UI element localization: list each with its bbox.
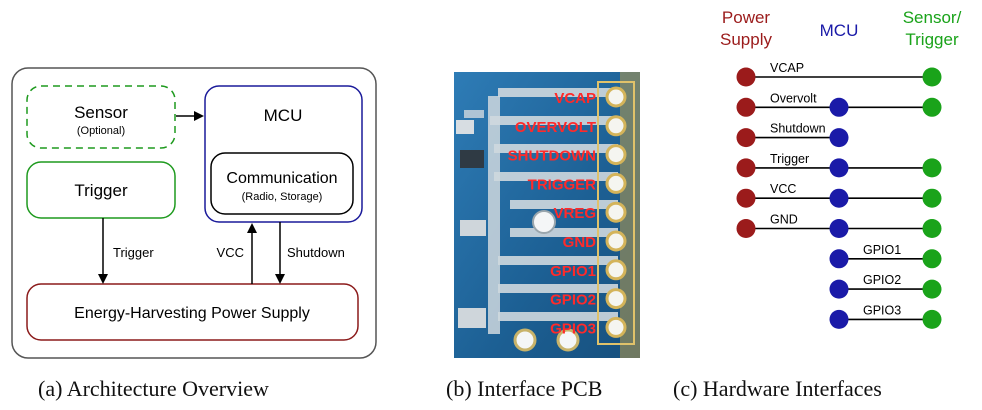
interface-label-gpio2: GPIO2 — [863, 273, 901, 287]
power-header-line2: Supply — [720, 30, 772, 49]
pcb-pin-pad-gpio2 — [605, 288, 627, 310]
pcb-header — [597, 81, 635, 345]
pcb-pin-pad-gnd — [605, 230, 627, 252]
sensor-header-line2: Trigger — [905, 30, 959, 49]
pcb-pin-label-gpio2: GPIO2 — [550, 292, 596, 309]
mcu-header: MCU — [820, 21, 859, 40]
sensor-title: Sensor — [74, 103, 128, 122]
interface-dot-power-overvolt — [736, 97, 756, 117]
interface-dot-sensor-gpio1 — [922, 249, 942, 269]
pcb-pin-pad-vcap — [605, 86, 627, 108]
pcb-pin-labels: VCAP OVERVOLT SHUTDOWN TRIGGER VREG GND GPIO1G… — [508, 90, 596, 337]
pcb-pin-label-shutdown: SHUTDOWN — [508, 148, 596, 165]
interface-dot-power-gnd — [736, 219, 756, 238]
communication-note: (Radio, Storage) — [242, 191, 323, 203]
interface-dot-mcu-gpio1 — [829, 249, 849, 269]
pcb-photo: VCAP OVERVOLT SHUTDOWN TRIGGER VREG GND GPIO1G… — [454, 72, 640, 358]
interface-dot-mcu-gpio2 — [829, 279, 849, 299]
pcb-pin-pad-gpio3 — [605, 316, 627, 338]
architecture-diagram: Sensor (Optional) Trigger MCU Communicat… — [11, 67, 377, 359]
architecture-frame — [11, 67, 377, 359]
interface-dot-sensor-vcap — [922, 67, 942, 87]
interface-dot-sensor-vcc — [922, 188, 942, 208]
pcb-caption: (b) Interface PCB — [446, 376, 603, 401]
vcc-link-label: VCC — [217, 245, 244, 260]
interface-dot-sensor-overvolt — [922, 97, 942, 117]
interface-dot-mcu-overvolt — [829, 97, 849, 117]
power-supply-block: Energy-Harvesting Power Supply — [26, 283, 359, 341]
pcb-pin-pad-shutdown — [605, 144, 627, 166]
pcb-pin-pads — [605, 86, 627, 338]
interface-label-overvolt: Overvolt — [770, 91, 817, 105]
pcb-pin-pad-trigger — [605, 172, 627, 194]
shutdown-link-label: Shutdown — [287, 245, 345, 260]
pcb-pin-pad-overvolt — [605, 115, 627, 137]
interface-label-gpio1: GPIO1 — [863, 243, 901, 257]
interface-label-vcap: VCAP — [770, 61, 804, 75]
pcb-pin-label-gpio1: GPIO1 — [550, 263, 596, 280]
power-supply-title: Energy-Harvesting Power Supply — [74, 305, 310, 322]
pcb-pin-pad-vreg — [605, 201, 627, 223]
architecture-caption: (a) Architecture Overview — [38, 376, 269, 401]
interface-dot-power-vcc — [736, 188, 756, 208]
interface-label-shutdown: Shutdown — [770, 122, 826, 136]
pcb-pin-label-vcap: VCAP — [554, 90, 596, 107]
interface-dot-sensor-gnd — [922, 219, 942, 238]
pcb-pin-label-overvolt: OVERVOLT — [515, 119, 596, 136]
interface-label-gnd: GND — [770, 213, 798, 227]
interface-label-gpio3: GPIO3 — [863, 303, 901, 317]
pcb-pin-label-gnd: GND — [563, 234, 597, 251]
interface-dot-power-vcap — [736, 67, 756, 87]
trigger-link-label: Trigger — [113, 245, 154, 260]
mcu-title: MCU — [264, 106, 303, 125]
interface-dot-sensor-gpio2 — [922, 279, 942, 299]
pcb-pin-pad-gpio1 — [605, 259, 627, 281]
interface-label-trigger: Trigger — [770, 152, 809, 166]
interface-dot-mcu-vcc — [829, 188, 849, 208]
interface-dot-mcu-trigger — [829, 158, 849, 178]
interfaces-panel: Power Supply MCU Sensor/ Trigger VCAP Ove… — [673, 0, 982, 410]
sensor-note: (Optional) — [77, 125, 125, 137]
interface-dot-mcu-gnd — [829, 219, 849, 238]
pcb-pin-label-vreg: VREG — [553, 205, 596, 222]
interface-dot-mcu-shutdown — [829, 128, 849, 148]
interface-label-vcc: VCC — [770, 182, 796, 196]
sensor-block: Sensor (Optional) — [26, 85, 176, 149]
interface-dot-sensor-trigger — [922, 158, 942, 178]
interface-dot-sensor-gpio3 — [922, 309, 942, 329]
trigger-block: Trigger — [26, 161, 176, 219]
interfaces-caption: (c) Hardware Interfaces — [673, 376, 882, 401]
trigger-title: Trigger — [74, 181, 128, 200]
architecture-panel: Sensor (Optional) Trigger MCU Communicat… — [0, 0, 390, 410]
interface-dot-power-shutdown — [736, 128, 756, 148]
mcu-block: MCU — [204, 85, 363, 223]
interface-dot-mcu-gpio3 — [829, 309, 849, 329]
sensor-header-line1: Sensor/ — [903, 8, 962, 27]
communication-title: Communication — [226, 170, 337, 187]
pcb-pin-label-gpio3: GPIO3 — [550, 320, 596, 337]
interfaces-diagram: Power Supply MCU Sensor/ Trigger VCAP Ove… — [720, 8, 962, 329]
pcb-traces — [464, 88, 618, 334]
pcb-components — [456, 120, 580, 352]
pcb-pin-label-trigger: TRIGGER — [528, 176, 597, 193]
communication-block: Communication (Radio, Storage) — [210, 152, 354, 215]
power-header-line1: Power — [722, 8, 771, 27]
interface-dot-power-trigger — [736, 158, 756, 178]
